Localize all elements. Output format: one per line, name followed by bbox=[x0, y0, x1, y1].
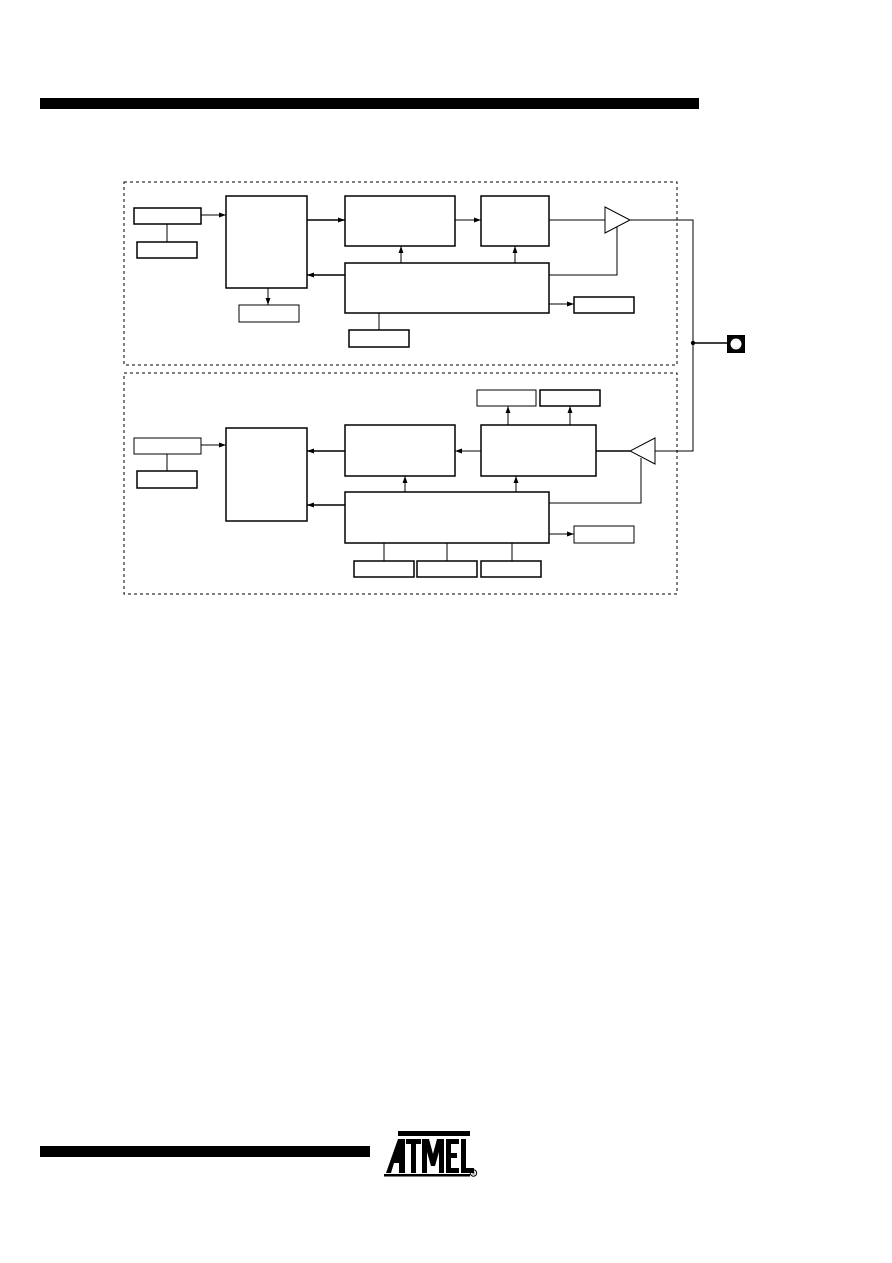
antenna-feed-line bbox=[630, 219, 694, 452]
tx-controller-block bbox=[225, 195, 308, 289]
rx-control-block bbox=[344, 491, 550, 544]
rx-status-output-block bbox=[573, 525, 635, 544]
tx-section-frame bbox=[123, 181, 678, 366]
tx-config-block bbox=[348, 329, 410, 348]
rx-decoder-block bbox=[344, 424, 456, 477]
header-rule bbox=[40, 98, 699, 109]
tx-amp-feedback-line bbox=[549, 227, 618, 276]
antenna-pin-icon bbox=[730, 338, 742, 350]
rx-section-frame bbox=[123, 372, 678, 595]
rx-config-block-c bbox=[480, 560, 542, 578]
tx-input-sub-block bbox=[136, 241, 198, 259]
rx-controller-block bbox=[225, 427, 308, 522]
tx-input-block bbox=[133, 207, 202, 225]
rx-output-sub-block bbox=[136, 470, 198, 489]
rx-amplifier-symbol bbox=[628, 437, 656, 465]
atmel-logo: ® bbox=[384, 1131, 478, 1177]
tx-driver-block bbox=[480, 195, 550, 247]
tx-amplifier-symbol bbox=[604, 206, 632, 234]
tx-controller-output-block bbox=[238, 304, 300, 323]
rx-demodulator-block bbox=[480, 424, 597, 477]
tx-modulator-block bbox=[344, 195, 456, 247]
tx-control-block bbox=[344, 262, 550, 314]
rx-config-block-b bbox=[416, 560, 478, 578]
antenna-junction-dot bbox=[690, 340, 696, 346]
rx-status-block-a bbox=[476, 389, 537, 407]
rx-status-block-b bbox=[539, 389, 601, 407]
rx-output-block bbox=[133, 437, 202, 455]
tx-status-block bbox=[573, 296, 635, 314]
rx-amp-feedback-line bbox=[549, 458, 642, 504]
registered-mark: ® bbox=[472, 1170, 476, 1176]
rx-config-block-a bbox=[353, 560, 415, 578]
footer-rule bbox=[40, 1146, 370, 1157]
